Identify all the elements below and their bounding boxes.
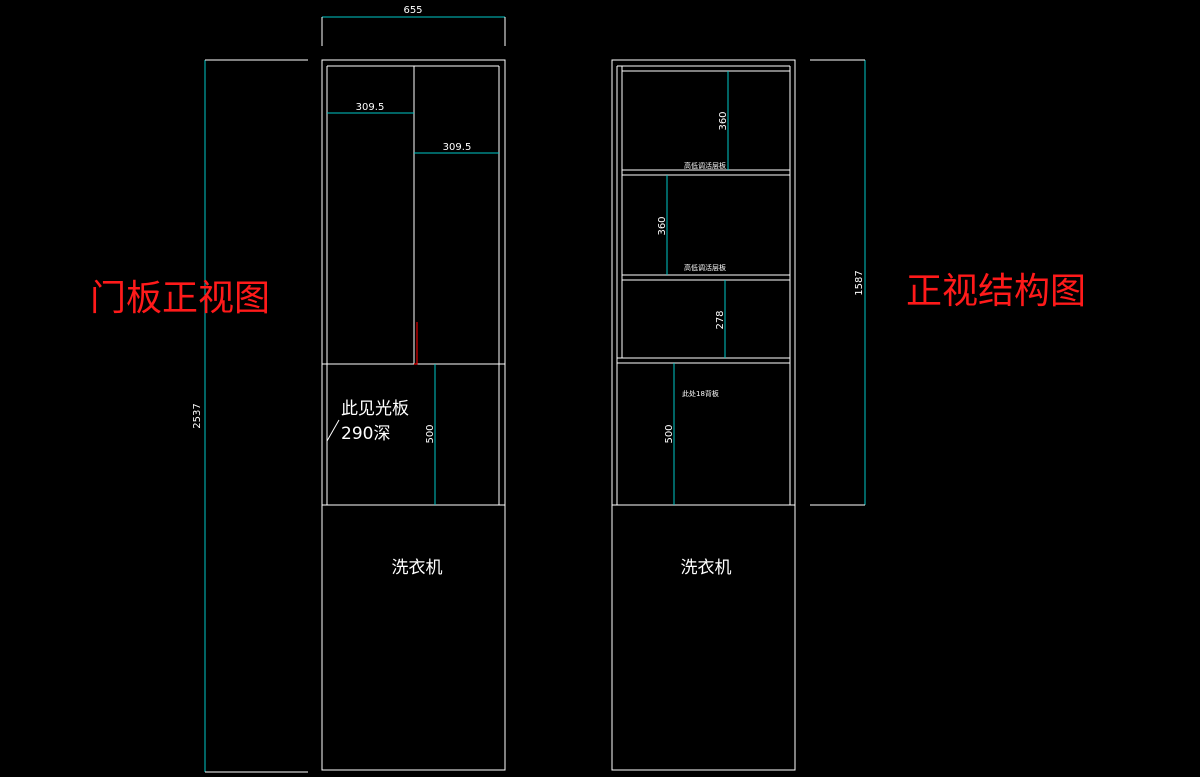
adjustable-shelf-1-note: 高低调活层板 <box>684 161 726 170</box>
visible-panel-note-line1: 此见光板 <box>341 399 409 419</box>
overall-width-label: 655 <box>403 5 422 16</box>
right-door-width-label: 309.5 <box>443 142 472 153</box>
open-section-left-label: 500 <box>425 424 436 443</box>
door-cabinet-outline <box>321 59 506 771</box>
visible-panel-note-line2: 290深 <box>341 424 390 444</box>
adjustable-shelf-2-note: 高低调活层板 <box>684 263 726 272</box>
adjustable-shelf-2 <box>621 274 791 281</box>
door-front-view-title: 门板正视图 <box>90 278 270 319</box>
washing-machine-label-right: 洗衣机 <box>681 558 732 578</box>
left-door-width-label: 309.5 <box>356 102 385 113</box>
structure-front-view: 1587 360 360 278 500 高低调活层板 高低调活层板 此处18背… <box>611 59 1086 771</box>
door-handle-marker <box>414 322 418 365</box>
shelf-gap-2-label: 360 <box>657 216 668 235</box>
overall-height-label: 2537 <box>192 403 203 428</box>
back-panel-note: 此处18背板 <box>682 389 719 398</box>
fixed-shelf <box>616 357 791 364</box>
open-section-right-label: 500 <box>664 424 675 443</box>
door-front-view: 655 2537 309.5 309.5 500 此见光板 290深 洗衣机 <box>90 5 506 773</box>
structure-cabinet-outline <box>611 59 796 771</box>
visible-panel-leader <box>326 419 340 442</box>
structure-front-view-title: 正视结构图 <box>906 271 1086 312</box>
adjustable-shelf-1 <box>621 169 791 176</box>
cabinet-height-label: 1587 <box>854 270 865 295</box>
shelf-gap-3-label: 278 <box>715 310 726 329</box>
washing-machine-label-left: 洗衣机 <box>392 558 443 578</box>
shelf-gap-1-label: 360 <box>718 111 729 130</box>
